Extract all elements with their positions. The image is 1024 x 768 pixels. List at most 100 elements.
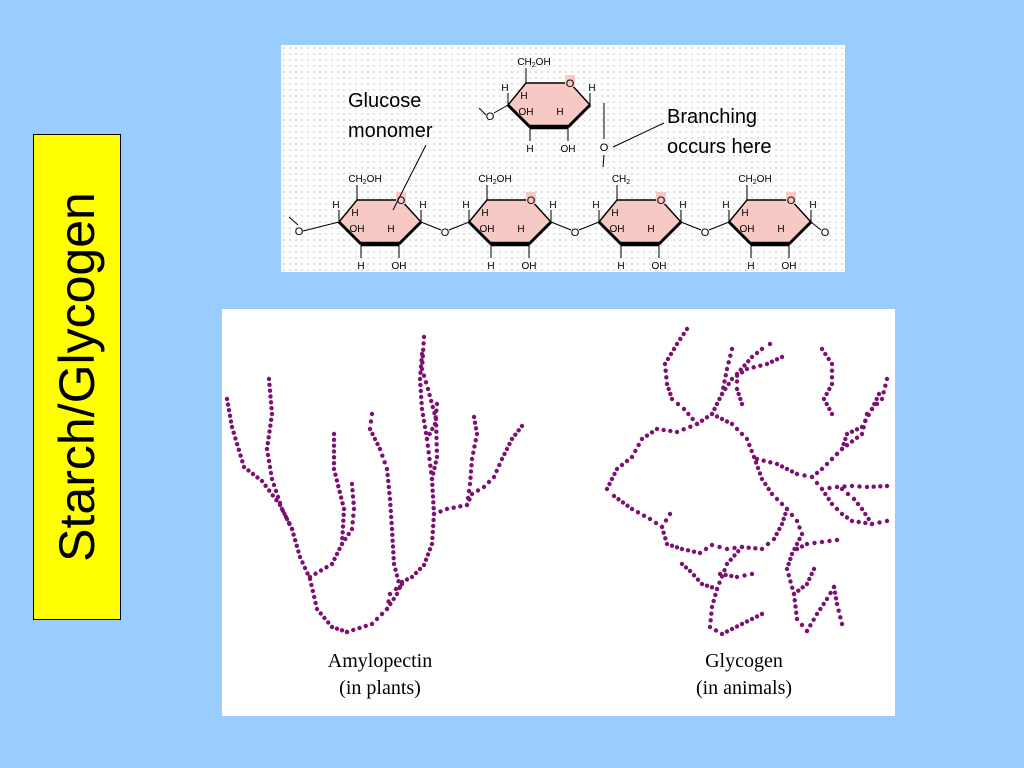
glucose-unit-dot xyxy=(616,497,621,502)
glucose-unit-dot xyxy=(649,430,655,435)
glucose-unit-dot xyxy=(744,366,750,372)
glucose-unit-dot xyxy=(516,428,521,433)
glucose-unit-dot xyxy=(739,621,745,627)
glucose-unit-dot xyxy=(819,486,825,492)
glucose-unit-dot xyxy=(729,573,734,579)
ring-shape xyxy=(468,199,552,245)
ring-left-edge xyxy=(506,103,532,129)
glucose-unit-dot xyxy=(294,543,299,548)
glucose-unit-dot xyxy=(339,541,345,547)
glucose-unit-dot xyxy=(819,466,825,472)
glucose-unit-dot xyxy=(393,586,399,592)
glucose-unit-dot xyxy=(372,436,378,442)
glucose-unit-dot xyxy=(739,431,745,437)
glucose-unit-dot xyxy=(799,622,805,628)
glucose-unit-dot xyxy=(385,472,390,478)
glucose-unit-dot xyxy=(331,460,337,466)
glycogen-branch xyxy=(611,493,665,530)
atom-h: H xyxy=(741,208,748,219)
glucose-unit-dot xyxy=(434,408,439,413)
glucose-unit-dot xyxy=(341,506,347,512)
glucose-unit-dot xyxy=(797,536,802,542)
glucose-unit-dot xyxy=(736,549,741,554)
glucose-unit-dot xyxy=(734,624,740,629)
glucose-unit-dot xyxy=(804,581,810,587)
ch2oh-group: CH2OH xyxy=(348,174,381,186)
glucose-unit-dot xyxy=(375,441,380,447)
ch2oh-group: CH2OH xyxy=(738,174,771,186)
glucose-unit-dot xyxy=(472,444,477,449)
ring-oxygen: O xyxy=(657,195,666,207)
glycogen-sublabel: (in animals) xyxy=(696,677,792,699)
glucose-unit-dot xyxy=(425,386,431,392)
glycogen-branch xyxy=(804,584,837,634)
glucose-unit-dot xyxy=(293,538,298,543)
branch-oxygen: O xyxy=(600,142,609,154)
ring-o-gap xyxy=(656,192,666,204)
glucose-unit-dot xyxy=(768,460,773,465)
glucose-unit-dot xyxy=(859,506,865,512)
glucose-unit-dot xyxy=(430,488,435,493)
glucose-unit-dot xyxy=(759,476,765,482)
glucose-unit-dot xyxy=(263,483,268,488)
glucose-unit-dot xyxy=(679,546,685,552)
glucose-unit-dot xyxy=(397,584,403,590)
glucose-unit-dot xyxy=(699,418,705,423)
glucose-unit-dot xyxy=(430,404,435,410)
glucose-unit-dot xyxy=(624,458,630,464)
glucose-unit-dot xyxy=(829,456,835,462)
amylopectin-main-left xyxy=(224,396,350,635)
glucose-unit-dot xyxy=(331,431,337,437)
glucose-unit-dot xyxy=(794,471,800,477)
glucose-unit-dot xyxy=(793,604,798,609)
glucose-unit-dot xyxy=(694,421,700,427)
glucose-unit-dot xyxy=(394,591,400,597)
glucose-unit-dot xyxy=(739,544,745,550)
glucose-unit-dot xyxy=(418,388,423,394)
glycogen-branch xyxy=(791,566,817,597)
glucose-unit-dot xyxy=(663,518,669,523)
glucose-unit-dot xyxy=(273,488,279,494)
glucose-unit-dot xyxy=(368,419,374,424)
glucose-unit-dot xyxy=(734,386,740,392)
ring-oxygen: O xyxy=(787,195,796,207)
atom-h: H xyxy=(526,144,533,155)
glucose-unit-dot xyxy=(687,568,693,574)
glucose-unit-dot xyxy=(691,549,697,554)
glucose-unit-dot xyxy=(695,577,701,582)
glycogen-branch xyxy=(754,456,890,527)
ch2oh-group: CH2OH xyxy=(478,174,511,186)
glucose-unit-dot xyxy=(238,453,243,458)
glucose-unit-dot xyxy=(724,366,730,372)
glucose-unit-dot xyxy=(871,484,876,489)
glucose-unit-dot xyxy=(388,508,393,514)
glucose-unit-dot xyxy=(611,493,617,499)
glucose-unit-dot xyxy=(369,621,375,627)
glucose-unit-dot xyxy=(664,375,669,380)
glucose-unit-dot xyxy=(668,428,673,434)
glucose-unit-dot xyxy=(268,470,274,476)
glucose-unit-dot xyxy=(851,496,857,502)
glucose-unit-dot xyxy=(827,485,832,491)
glucose-unit-dot xyxy=(314,606,320,612)
glucose-unit-dot xyxy=(468,475,473,480)
glucose-unit-dot xyxy=(329,561,335,567)
glucose-unit-dot xyxy=(341,512,346,518)
glucose-unit-dot xyxy=(341,518,346,523)
glucose-unit-dot xyxy=(864,411,870,417)
glucose-unit-dot xyxy=(732,545,737,551)
atom-h: H xyxy=(647,224,654,235)
atom-oh: OH xyxy=(610,224,625,235)
glucose-unit-dot xyxy=(422,424,428,430)
glucose-unit-dot xyxy=(684,326,690,332)
glucose-unit-dot xyxy=(337,546,342,552)
atom-h: H xyxy=(332,200,339,211)
amylopectin-main-right xyxy=(344,351,437,635)
glycogen-branch xyxy=(831,584,845,627)
bond-branch-left xyxy=(478,107,487,116)
ch2-group: CH2 xyxy=(612,174,630,186)
glucose-unit-dot xyxy=(363,623,368,629)
glucose-unit-dot xyxy=(350,488,355,493)
